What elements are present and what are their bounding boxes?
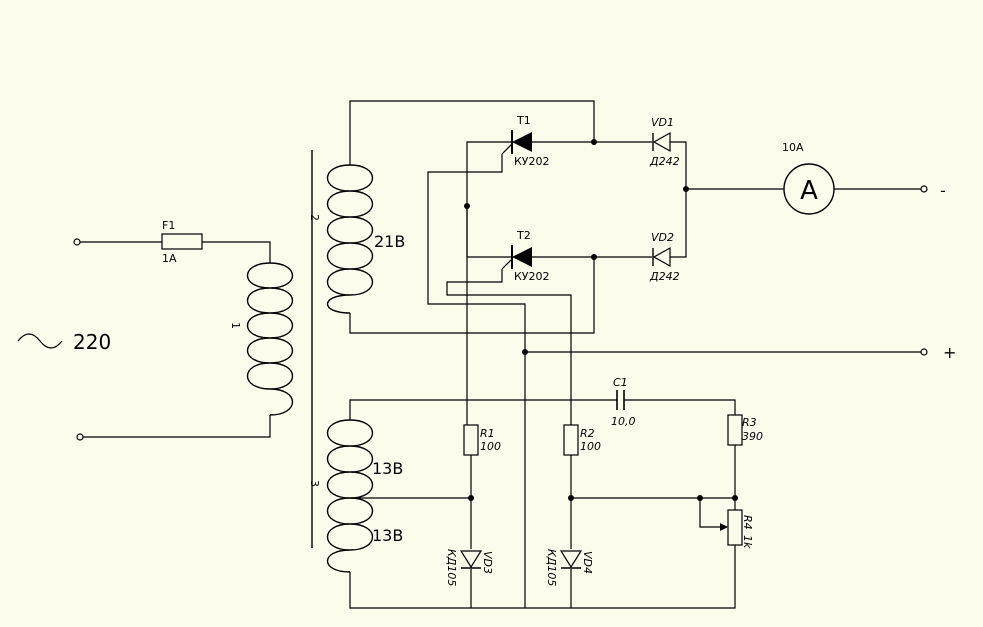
vd3-type-label: КД105	[445, 549, 458, 586]
primary-winding	[246, 262, 294, 416]
vd1-ref-label: VD1	[651, 116, 674, 129]
output-terminal-minus	[920, 185, 928, 193]
t2-ref-label: T2	[516, 229, 531, 242]
secondary3-winding-number: 3	[308, 480, 321, 487]
winding-21v	[326, 164, 374, 314]
c1-ref-label: C1	[613, 376, 628, 389]
ac-wave-symbol	[17, 333, 63, 349]
mains-voltage-label: 220	[73, 330, 111, 354]
r4-value-label: 1k	[741, 535, 754, 549]
gate-wiring	[427, 154, 928, 608]
labels: 220 F1 1A 1 2 3 21В 13В 13В T1 КУ202 T2 …	[73, 114, 956, 586]
r1-value-label: 100	[480, 440, 501, 453]
output-plus-label: +	[943, 343, 956, 362]
r3-ref-label: R3	[742, 416, 757, 429]
c1-value-label: 10,0	[611, 415, 636, 428]
resistor-r2	[563, 424, 579, 456]
t1-type-label: КУ202	[514, 155, 550, 168]
fuse-value-label: 1A	[162, 252, 177, 265]
vd2-ref-label: VD2	[651, 231, 674, 244]
fuse-ref-label: F1	[162, 219, 175, 232]
resistor-r3	[727, 414, 743, 446]
secondary3-upper-voltage-label: 13В	[372, 459, 403, 478]
ammeter-symbol: A	[800, 176, 818, 206]
secondary-winding-3	[326, 399, 736, 609]
diode-vd4	[559, 550, 583, 569]
r1-ref-label: R1	[480, 427, 495, 440]
power-rectifier	[464, 130, 928, 270]
ammeter-range-label: 10A	[782, 141, 804, 154]
mains-terminal-top	[73, 238, 81, 246]
r2-ref-label: R2	[580, 427, 595, 440]
r2-value-label: 100	[580, 440, 601, 453]
vd2-type-label: Д242	[649, 270, 680, 283]
diode-vd2	[652, 246, 671, 268]
winding-13v-13v	[326, 419, 374, 573]
resistor-r1	[463, 424, 479, 456]
thyristor-t2	[512, 247, 532, 267]
t2-type-label: КУ202	[514, 270, 550, 283]
secondary-winding-2	[326, 100, 595, 334]
mains-terminal-bottom	[76, 433, 84, 441]
diode-vd3	[459, 550, 483, 569]
fuse-f1	[161, 233, 203, 250]
thyristor-t1	[512, 132, 532, 152]
secondary2-winding-number: 2	[308, 214, 321, 221]
primary-winding-number: 1	[229, 322, 242, 329]
vd4-ref-label: VD4	[581, 551, 594, 574]
secondary2-voltage-label: 21В	[374, 232, 405, 251]
r4-ref-label: R4	[741, 515, 754, 530]
potentiometer-r4	[727, 509, 743, 546]
vd1-type-label: Д242	[649, 155, 680, 168]
output-minus-label: -	[940, 181, 946, 200]
control-circuit	[459, 390, 743, 608]
primary-circuit	[17, 233, 294, 441]
output-terminal-plus	[920, 348, 928, 356]
vd3-ref-label: VD3	[481, 551, 494, 574]
secondary3-lower-voltage-label: 13В	[372, 526, 403, 545]
diode-vd1	[652, 131, 671, 153]
r3-value-label: 390	[742, 430, 763, 443]
vd4-type-label: КД105	[545, 549, 558, 586]
t1-ref-label: T1	[516, 114, 531, 127]
